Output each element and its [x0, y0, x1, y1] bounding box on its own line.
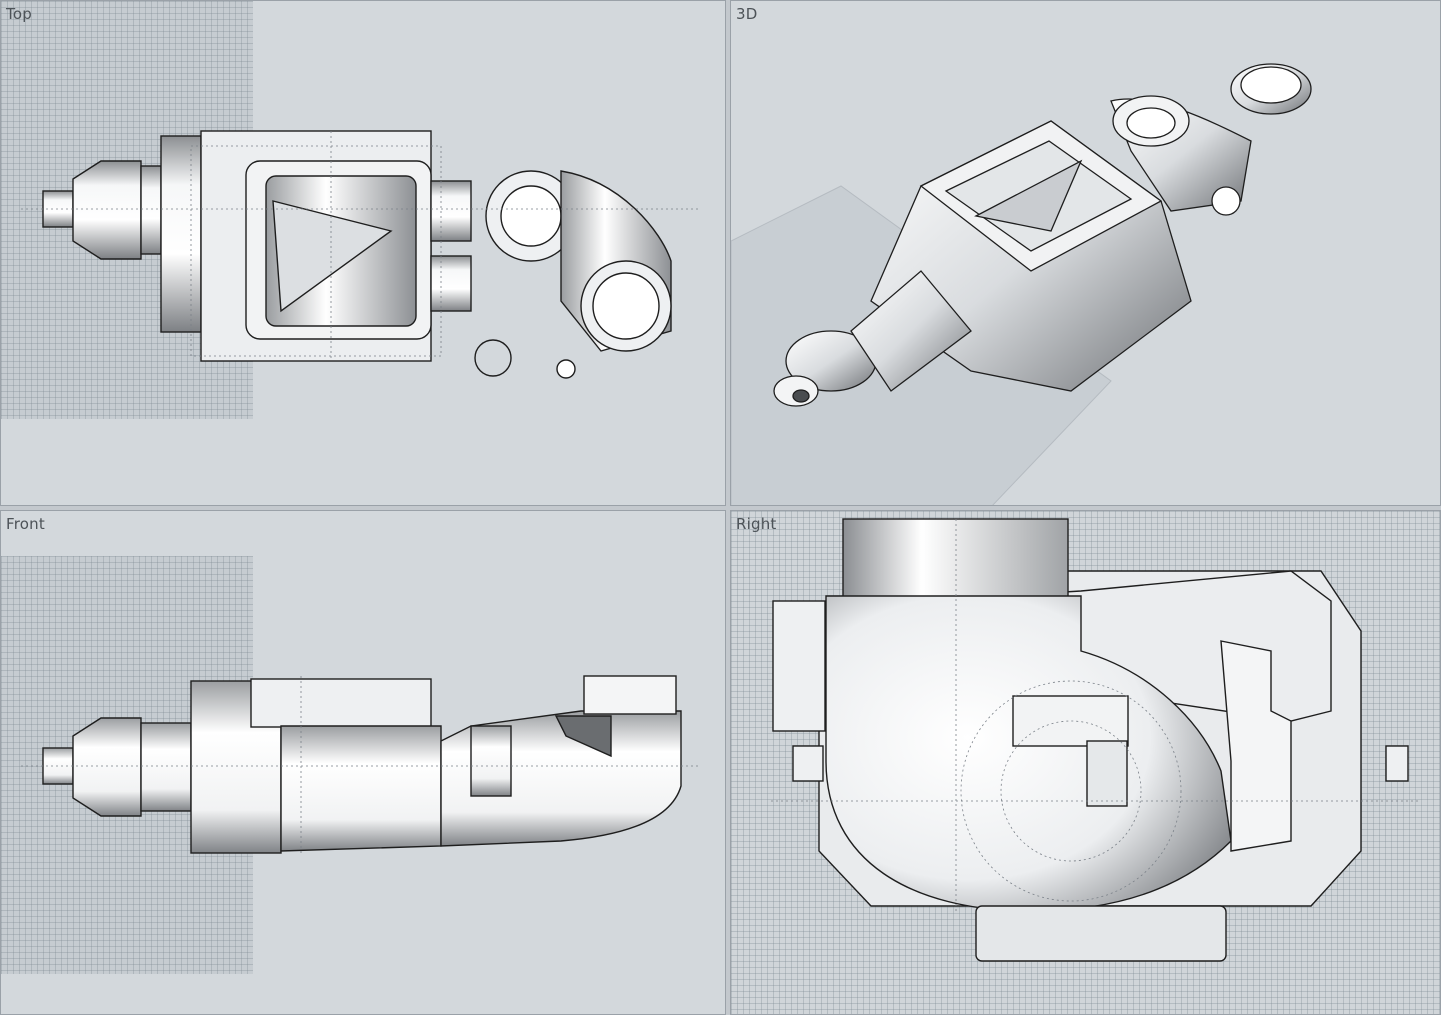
viewport-title-front[interactable]: Front [6, 515, 45, 533]
model-right-view[interactable] [731, 511, 1441, 1015]
viewport-right[interactable]: Right [730, 510, 1441, 1015]
viewport-perspective[interactable]: 3D [730, 0, 1441, 506]
model-front-view[interactable] [1, 511, 726, 1015]
model-perspective-view[interactable] [731, 1, 1441, 506]
viewport-title-perspective[interactable]: 3D [736, 5, 758, 23]
viewport-title-right[interactable]: Right [736, 515, 777, 533]
viewport-top[interactable]: Top [0, 0, 726, 506]
model-top-view[interactable] [1, 1, 726, 506]
viewport-front[interactable]: Front [0, 510, 726, 1015]
viewport-title-top[interactable]: Top [6, 5, 32, 23]
